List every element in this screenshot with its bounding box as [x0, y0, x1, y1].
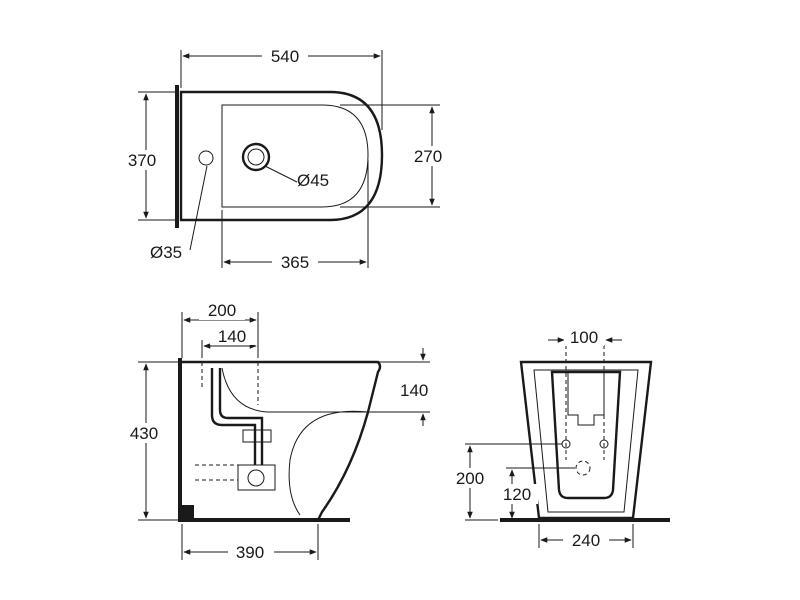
dim-bowl-depth-label: 270 [414, 147, 442, 166]
pedestal-front [550, 370, 622, 500]
tap-hole-label: Ø35 [150, 243, 182, 262]
dim-depth-label: 370 [128, 151, 156, 170]
trap-cap [247, 469, 265, 487]
hidden-lines [201, 362, 259, 405]
dim-wall-to-trap-label: 200 [208, 301, 236, 320]
top-view: 540 370 270 365 Ø45 Ø35 [118, 45, 456, 272]
dim-inlet-height-label: 120 [503, 485, 531, 504]
wall-corner [180, 505, 194, 519]
trap-pipe-left [210, 368, 257, 465]
front-outline [519, 360, 653, 520]
trap-body [237, 464, 276, 491]
dim-length-label: 390 [236, 543, 264, 562]
dim-width-label: 540 [271, 47, 299, 66]
inlet-hole [575, 460, 591, 476]
pedestal-profile [288, 410, 369, 516]
dim-base-width-label: 240 [572, 531, 600, 550]
drain-diameter-label: Ø45 [297, 171, 329, 190]
rim-recess [567, 371, 605, 426]
dim-rim-depth-label: 140 [400, 381, 428, 400]
drain-inner [247, 148, 265, 166]
trap-pipe-right [218, 368, 264, 465]
tap-leader [189, 165, 208, 251]
dim-wall-to-pipe-label: 140 [218, 327, 246, 346]
waste-outlet [195, 464, 238, 481]
top-outline [179, 90, 384, 222]
dim-bowl-length-label: 365 [281, 253, 309, 272]
dim-bolt-height-label: 200 [456, 469, 484, 488]
tap-hole [198, 150, 214, 166]
dim-bolt-spacing-label: 100 [570, 328, 598, 347]
drain-leader [264, 165, 298, 183]
front-inner-outline [533, 369, 639, 513]
trap-nut [242, 429, 272, 443]
bowl-inner [221, 104, 369, 208]
drain-outer [241, 142, 271, 172]
front-view: 100 200 120 240 [448, 328, 670, 550]
bowl-profile [221, 367, 368, 413]
dim-height-label: 430 [130, 424, 158, 443]
side-view: 200 140 140 430 390 [120, 300, 430, 562]
